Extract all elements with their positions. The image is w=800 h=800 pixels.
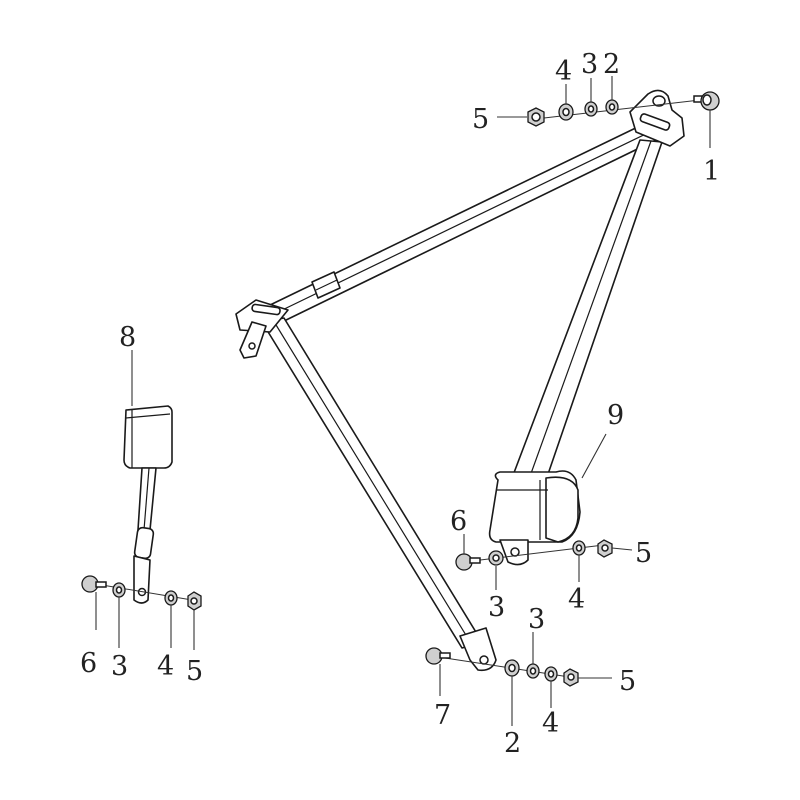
- bot-washer-2: [504, 659, 520, 677]
- top-bolt-1: [693, 91, 720, 111]
- label-left-3: 3: [111, 651, 128, 682]
- top-washer-2: [605, 99, 619, 115]
- label-ret-3: 3: [488, 592, 505, 623]
- leader-lines: [95, 76, 711, 726]
- label-left-4: 4: [157, 651, 174, 682]
- label-ret-4: 4: [568, 584, 585, 615]
- lower-anchor-tab: [459, 627, 497, 672]
- ret-washer-4: [572, 540, 586, 556]
- left-washer-3: [112, 582, 126, 598]
- left-nut-5: [187, 591, 202, 611]
- label-top-1: 1: [703, 156, 720, 187]
- label-left-6: 6: [80, 648, 97, 679]
- top-washer-3: [584, 101, 598, 117]
- label-top-2: 2: [603, 49, 620, 80]
- label-buckle-8: 8: [119, 322, 136, 353]
- label-bot-4: 4: [542, 708, 559, 739]
- buckle-head: [123, 405, 173, 469]
- buckle-assembly: [123, 405, 173, 604]
- label-top-3: 3: [581, 49, 598, 80]
- bot-washer-3: [526, 663, 540, 679]
- top-washer-4: [558, 103, 574, 121]
- left-bolt-6: [81, 575, 107, 593]
- lap-belt-webbing: [261, 317, 483, 649]
- retractor-unit: [488, 470, 581, 566]
- label-bot-5: 5: [619, 666, 636, 697]
- belt-guide-bracket: [235, 299, 289, 359]
- retractor-hardware: [455, 539, 613, 571]
- ret-bolt-6: [455, 553, 481, 571]
- label-retractor-9: 9: [607, 400, 624, 431]
- top-nut-5: [527, 107, 545, 127]
- label-bot-2: 2: [504, 728, 521, 759]
- bot-washer-4: [544, 666, 558, 682]
- label-top-4: 4: [555, 56, 572, 87]
- bot-bolt-7: [425, 647, 451, 665]
- bot-nut-5: [563, 668, 579, 687]
- top-hardware: [527, 91, 720, 127]
- label-left-5: 5: [186, 656, 203, 687]
- upper-anchor-plate: [629, 89, 685, 147]
- label-ret-6: 6: [450, 506, 467, 537]
- left-washer-4: [164, 590, 178, 606]
- ret-washer-3: [488, 550, 504, 566]
- part-number-labels: 5 4 3 2 1 8 6 3 4 5 9 6 3 4 5 3 7 2 4 5: [80, 49, 720, 759]
- label-ret-5: 5: [635, 538, 652, 569]
- label-top-5: 5: [472, 104, 489, 135]
- label-bot-7: 7: [434, 700, 451, 731]
- buckle-sleeve: [133, 526, 155, 560]
- ret-nut-5: [597, 539, 613, 558]
- label-bot-3: 3: [528, 604, 545, 635]
